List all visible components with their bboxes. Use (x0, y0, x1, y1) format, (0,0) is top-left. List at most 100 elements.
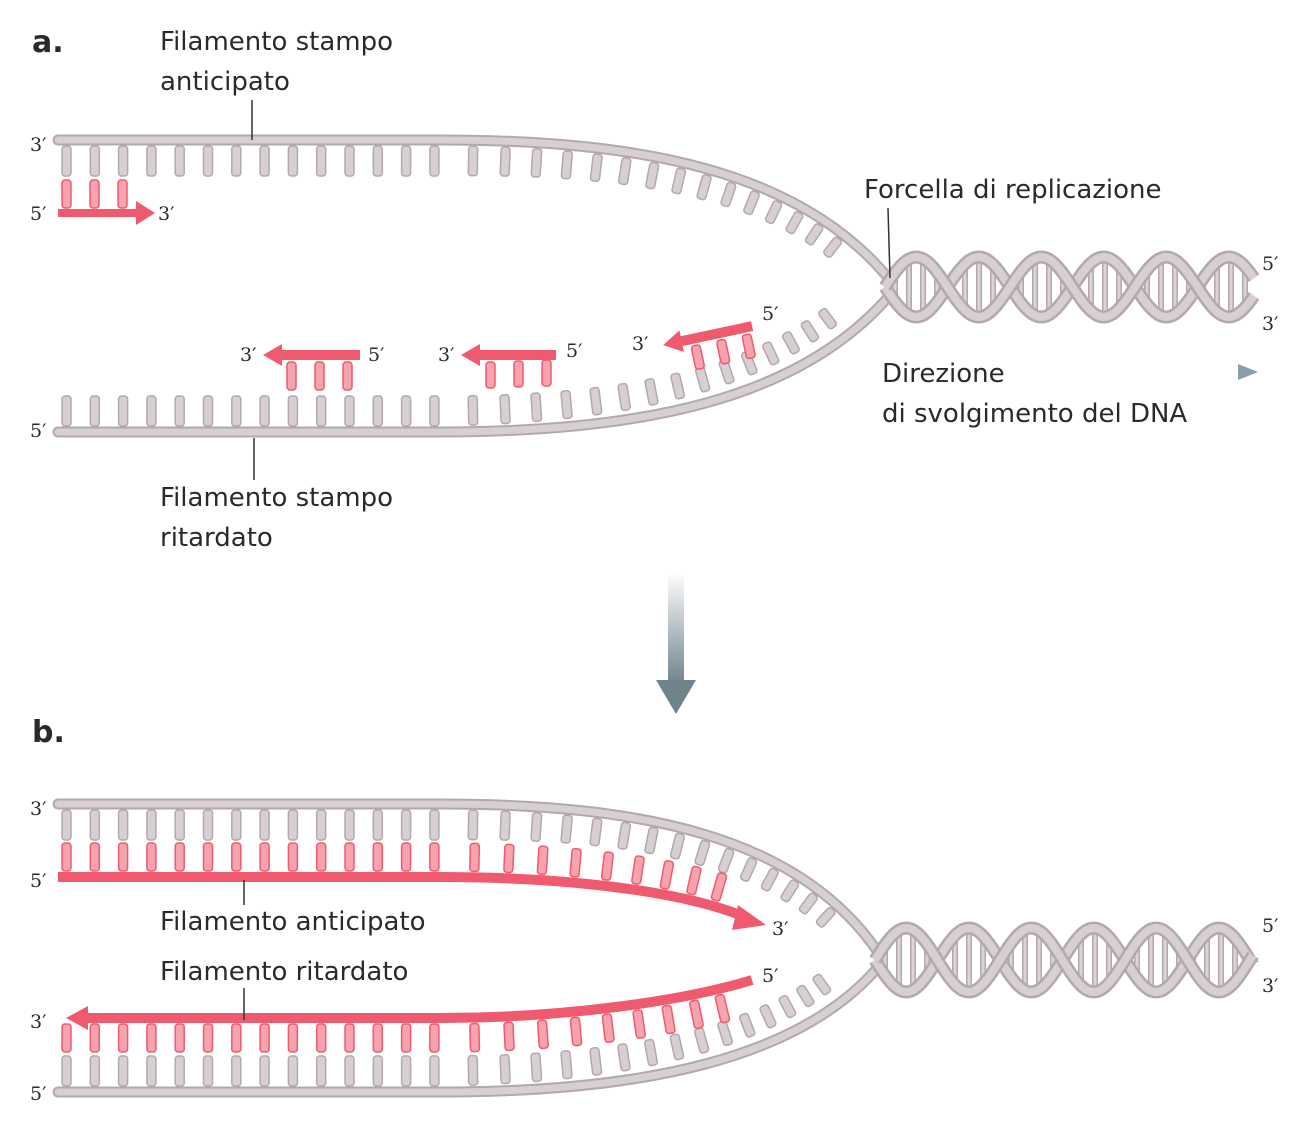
a-okazaki-fragment (663, 321, 756, 370)
a-fragment2-5-end: 5′ (566, 340, 582, 362)
template-base (202, 395, 214, 427)
new-strand-base (536, 845, 549, 876)
template-base (671, 167, 687, 195)
template-base (669, 1033, 685, 1061)
template-base (780, 879, 800, 903)
new-strand-base (632, 1009, 646, 1039)
template-base (796, 984, 815, 1008)
a-leading-template-label-2: anticipato (160, 67, 290, 97)
template-base (739, 857, 758, 882)
new-strand-base (259, 1023, 270, 1053)
template-base (89, 1055, 101, 1087)
template-base (589, 1047, 603, 1076)
new-strand-base (503, 843, 515, 874)
a-unwinding-direction-arrow (1028, 364, 1258, 380)
template-base (530, 812, 543, 842)
template-base (400, 809, 412, 841)
template-base (759, 1004, 777, 1029)
new-strand-base (146, 842, 157, 872)
template-base (694, 839, 711, 866)
template-base (61, 145, 72, 177)
a-fragment3-3-end: 3′ (632, 333, 648, 355)
new-strand-base (287, 1023, 299, 1053)
template-base (530, 147, 543, 178)
template-base (146, 809, 157, 841)
template-base (117, 145, 129, 177)
new-strand-base (146, 1023, 157, 1053)
template-base (146, 1055, 157, 1087)
template-base (467, 809, 479, 841)
a-fragment2-3-end: 3′ (438, 344, 454, 366)
b-lagging-end-label: 5′ (762, 965, 778, 987)
template-base (146, 395, 157, 427)
template-base (372, 395, 384, 427)
template-base (315, 395, 327, 427)
template-base (644, 378, 659, 406)
b-lagging-new-strand (66, 975, 754, 1030)
new-strand-base (710, 872, 728, 902)
template-base (259, 809, 270, 841)
b-leading-end-label: 3′ (772, 918, 788, 940)
template-base (287, 809, 299, 841)
template-base (696, 174, 712, 201)
template-base (643, 1038, 659, 1067)
new-strand-base (89, 1023, 101, 1053)
new-strand-base (569, 847, 582, 878)
template-base (717, 1020, 734, 1047)
b-leading-strand-bases (61, 842, 728, 902)
template-base (344, 145, 355, 177)
template-base (117, 1055, 129, 1087)
template-base (818, 307, 838, 330)
new-strand-base (372, 1023, 384, 1053)
template-base (764, 200, 783, 225)
new-strand-base (372, 842, 384, 872)
new-strand-base (202, 1023, 214, 1053)
template-base (146, 145, 157, 177)
template-base (499, 1053, 511, 1085)
a-double-helix (879, 250, 1260, 324)
new-strand-base (344, 842, 355, 872)
b-helix-end-top: 5′ (1262, 915, 1278, 937)
new-strand-base (469, 842, 481, 873)
new-strand-base (231, 1023, 242, 1053)
template-base (617, 382, 631, 412)
a-fork-leader-line (887, 207, 891, 279)
a-direction-label-1: Direzione (882, 359, 1005, 389)
new-strand-base (429, 1023, 440, 1053)
template-base (781, 331, 800, 355)
new-strand-base (659, 860, 675, 890)
template-base (530, 392, 543, 423)
new-strand-base (503, 1021, 515, 1052)
template-base (202, 1055, 214, 1087)
template-base (89, 809, 101, 841)
template-base (400, 395, 412, 427)
new-strand-base (174, 842, 185, 872)
template-base (372, 145, 384, 177)
panel-a-label: a. (32, 25, 64, 60)
new-strand-base (117, 1023, 129, 1053)
template-base (617, 821, 632, 850)
template-base (762, 341, 780, 366)
template-base (231, 395, 242, 427)
template-base (743, 190, 760, 216)
template-base (89, 145, 101, 177)
a-fragment1-5-end: 5′ (368, 344, 384, 366)
panel-b-label: b. (32, 715, 65, 750)
template-base (467, 394, 479, 426)
template-base (804, 223, 824, 246)
b-top-end-label: 3′ (30, 798, 46, 820)
new-strand-base (89, 842, 101, 872)
template-base (174, 809, 185, 841)
a-primer-5-end: 5′ (30, 203, 46, 225)
template-base (738, 1012, 756, 1038)
template-base (259, 395, 270, 427)
new-strand-base (686, 865, 702, 896)
template-base (499, 393, 511, 425)
panel-b: b. 3′ 5′ 3′ 3′ 5′ 5′ 5′ 3′ Filamento ant… (30, 715, 1278, 1105)
a-top-template-bases (61, 145, 843, 258)
new-strand-base (61, 842, 72, 872)
template-base (174, 395, 185, 427)
a-direction-label-2: di svolgimento del DNA (882, 399, 1187, 429)
template-base (693, 1027, 710, 1054)
template-base (174, 1055, 185, 1087)
